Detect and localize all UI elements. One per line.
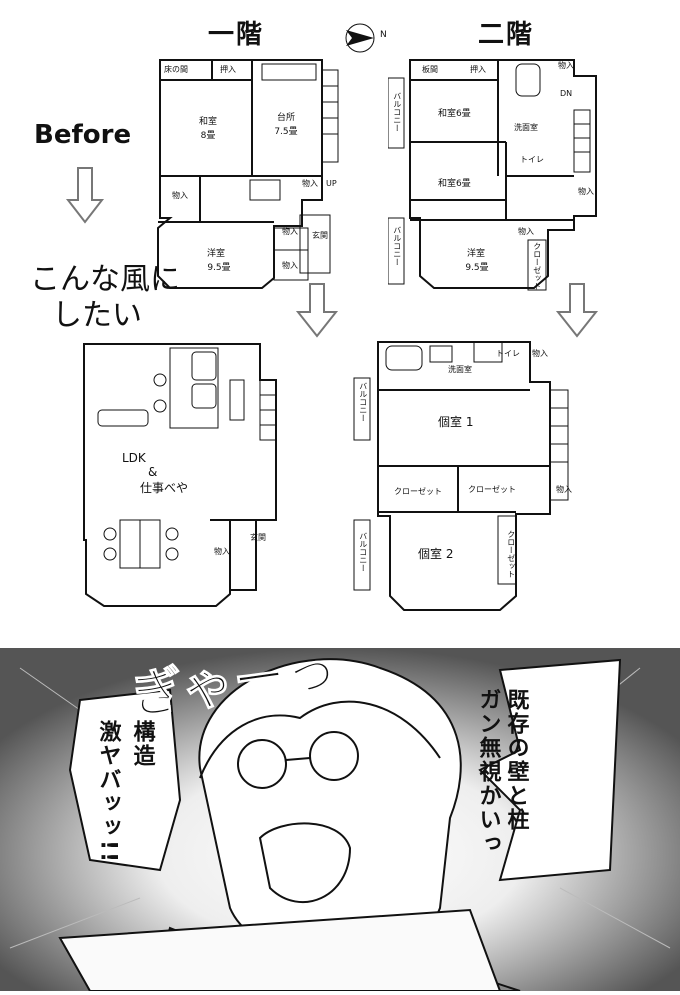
f2-itanoma: 板間 [422, 65, 438, 74]
floor2-plan [388, 59, 597, 291]
f1-storage-b: 物入 [302, 179, 318, 188]
f2-washitsu6-a: 和室6畳 [438, 109, 471, 119]
floor2-title: 二階 [478, 20, 535, 50]
wish-label-line1: こんな風に [30, 262, 180, 297]
f1-genkan: 玄関 [312, 231, 328, 240]
wish-label-line2: したい [52, 298, 142, 333]
f2-balcony-a: バルコニー [392, 92, 402, 132]
speech-bubble-left [68, 688, 182, 872]
speech-bubble-right [478, 658, 622, 882]
bubble-right-line2: ガン無視かいっ [475, 688, 501, 856]
f2-dn: DN [560, 89, 573, 98]
f1-oshiire: 押入 [220, 65, 236, 74]
a1-genkan: 玄関 [250, 533, 266, 542]
down-arrow-icon [295, 283, 339, 338]
a2-closet-a: クローゼット [394, 487, 442, 496]
f2-youshitsu-size: 9.5畳 [465, 263, 489, 273]
f1-kitchen-name: 台所 [276, 113, 295, 123]
a2-balcony-b: バルコニー [358, 532, 368, 572]
f2-storage-b: 物入 [578, 187, 594, 196]
f2-storage-a: 物入 [558, 61, 574, 70]
bubble-right-line1: 既存の壁と柱 [503, 688, 529, 832]
f1-storage-c: 物入 [282, 227, 298, 236]
f2-balcony-b: バルコニー [392, 226, 402, 266]
a2-storage-b: 物入 [556, 485, 572, 494]
a2-storage-a: 物入 [532, 349, 548, 358]
before-label: Before [34, 120, 132, 150]
f1-kitchen-size: 7.5畳 [274, 127, 298, 137]
compass-needle-icon [345, 23, 375, 53]
after2-plan [353, 341, 569, 611]
bubble-left-line2: 激ヤバッッ!! [95, 720, 121, 865]
f1-storage-d: 物入 [282, 261, 298, 270]
a2-senmenjo: 洗面室 [448, 365, 472, 374]
f1-storage-a: 物入 [172, 191, 188, 200]
f2-closet: クローゼット [532, 242, 542, 290]
a1-ldk-line1: LDK [122, 451, 146, 465]
bubble-left-line1: 構造 [129, 720, 155, 768]
f2-storage-c: 物入 [518, 227, 534, 236]
floor1-title: 一階 [208, 20, 265, 50]
floor1-plan [157, 59, 339, 289]
a1-ldk-line3: 仕事べや [140, 481, 189, 495]
a2-toilet: トイレ [496, 349, 520, 358]
f1-washitsu-size: 8畳 [200, 131, 216, 141]
a2-closet-c: クローゼット [506, 530, 516, 578]
f1-washitsu-name: 和室 [198, 117, 217, 127]
f1-up: UP [326, 179, 337, 188]
f2-youshitsu-name: 洋室 [466, 249, 485, 259]
a2-balcony-a: バルコニー [358, 382, 368, 422]
f2-senmenjo: 洗面室 [514, 123, 538, 132]
a2-closet-b: クローゼット [468, 485, 516, 494]
a1-ldk-line2: & [148, 465, 158, 479]
down-arrow-icon [65, 167, 105, 224]
f2-toilet: トイレ [520, 155, 544, 164]
compass-label: N [380, 30, 387, 40]
f2-washitsu6-b: 和室6畳 [438, 179, 471, 189]
a1-storage: 物入 [214, 547, 230, 556]
f1-youshitsu-size: 9.5畳 [207, 263, 231, 273]
after1-plan [83, 343, 277, 607]
f2-oshiire: 押入 [470, 65, 486, 74]
f1-youshitsu-name: 洋室 [206, 249, 225, 259]
a2-room1: 個室 1 [438, 415, 474, 429]
a2-room2: 個室 2 [418, 547, 454, 561]
f1-tokonoma: 床の間 [164, 65, 188, 74]
down-arrow-icon [555, 283, 599, 338]
compass: N [340, 20, 390, 56]
